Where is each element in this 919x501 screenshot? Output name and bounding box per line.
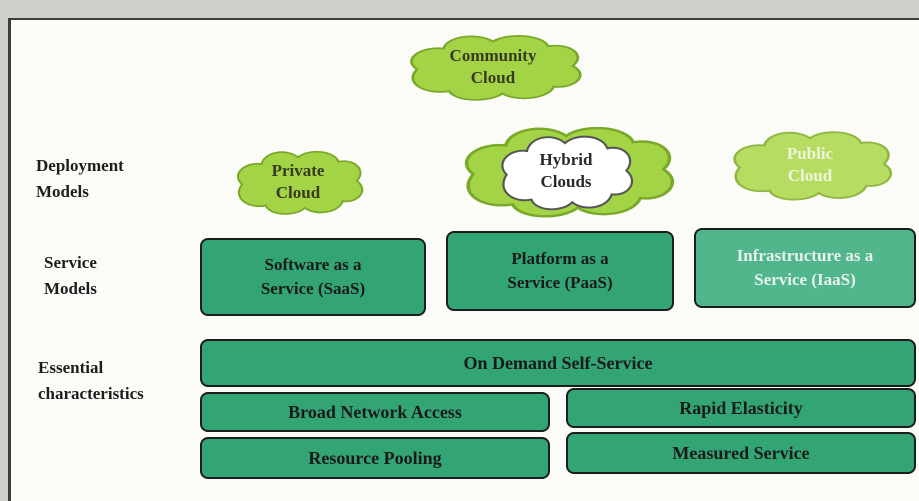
private-cloud: Private Cloud xyxy=(228,146,368,218)
paas-box: Platform as a Service (PaaS) xyxy=(446,231,674,311)
broad-network-access-box: Broad Network Access xyxy=(200,392,550,432)
community-cloud: Community Cloud xyxy=(398,30,588,104)
saas-box: Software as a Service (SaaS) xyxy=(200,238,426,316)
on-demand-self-service-box: On Demand Self-Service xyxy=(200,339,916,387)
iaas-box: Infrastructure as a Service (IaaS) xyxy=(694,228,916,308)
hybrid-clouds-label: Hybrid Clouds xyxy=(539,150,593,191)
deployment-models-label: Deployment Models xyxy=(36,156,124,201)
community-cloud-label: Community Cloud xyxy=(449,46,537,87)
private-cloud-label: Private Cloud xyxy=(271,161,325,202)
hybrid-clouds: Hybrid Clouds xyxy=(450,120,682,222)
rapid-elasticity-box: Rapid Elasticity xyxy=(566,388,916,428)
measured-service-box: Measured Service xyxy=(566,432,916,474)
public-cloud: Public Cloud xyxy=(722,126,898,204)
service-models-label: Service Models xyxy=(44,253,97,298)
public-cloud-label: Public Cloud xyxy=(786,144,834,185)
essential-characteristics-label: Essential characteristics xyxy=(38,358,144,403)
resource-pooling-box: Resource Pooling xyxy=(200,437,550,479)
